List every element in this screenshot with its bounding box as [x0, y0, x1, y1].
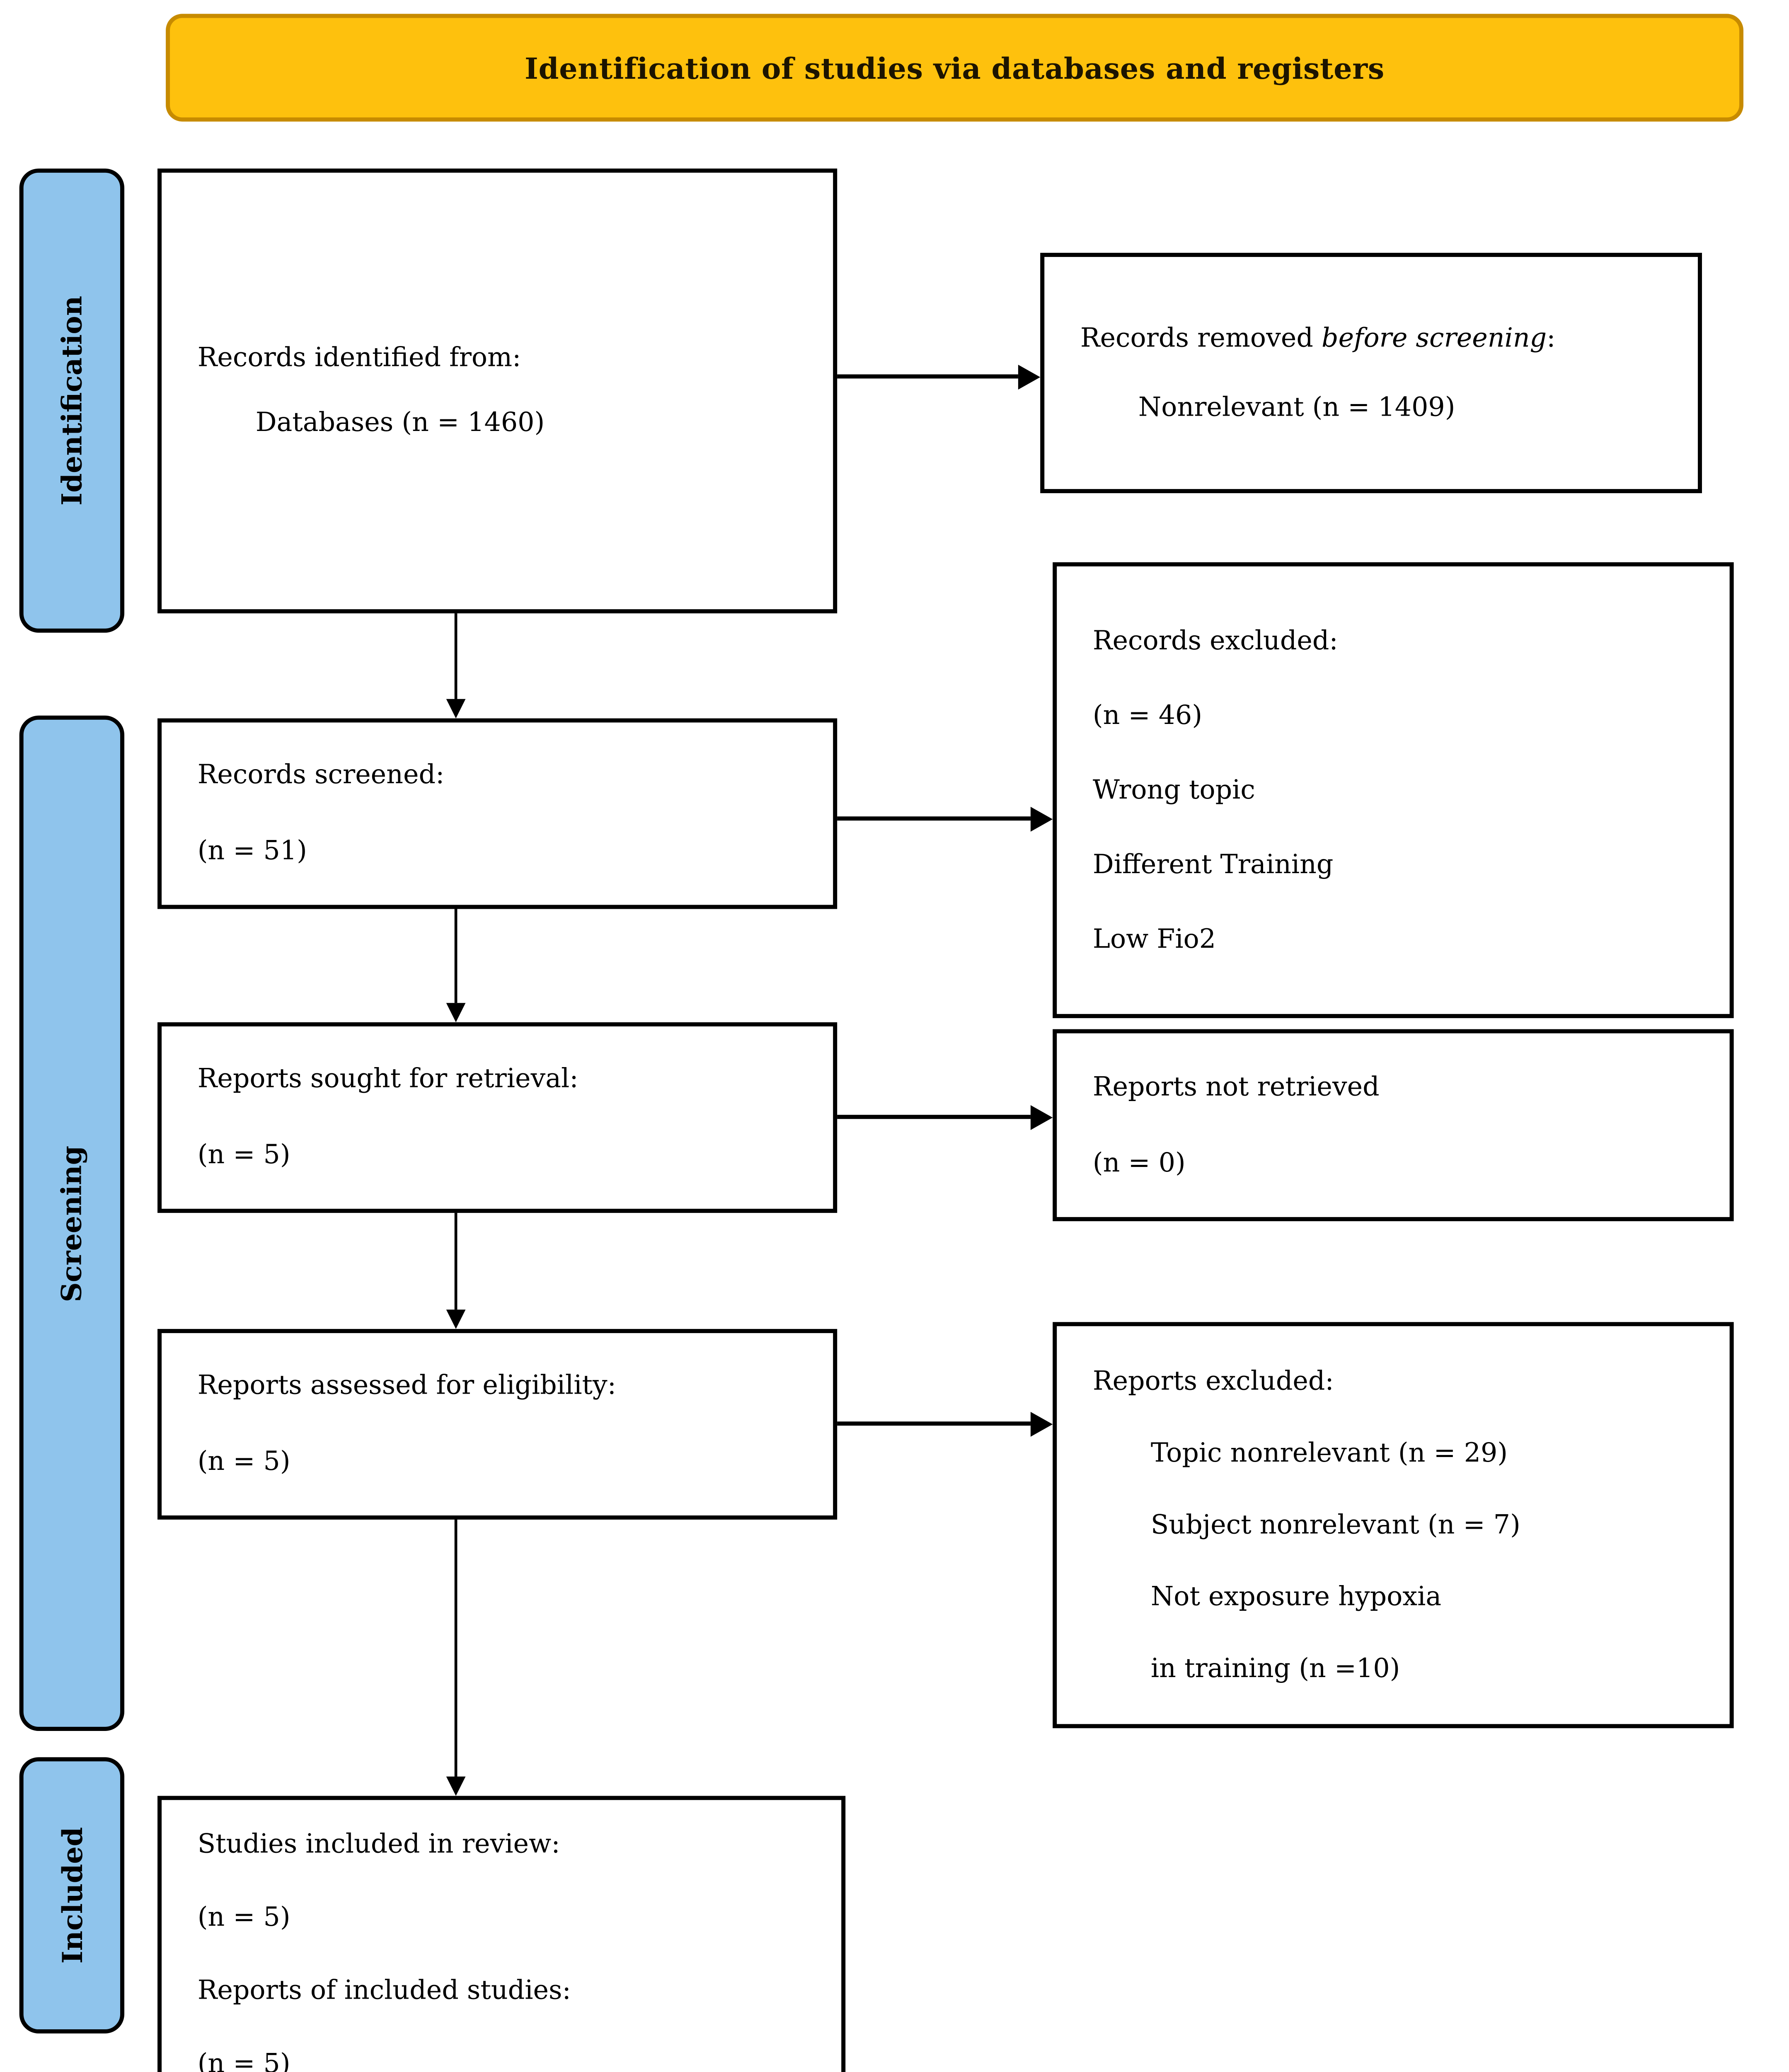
studies-included-line-2: (n = 5) — [197, 1901, 291, 1932]
box-records-identified: Records identified from: Databases (n = … — [157, 168, 838, 614]
arrowhead-down-icon — [446, 1310, 466, 1329]
records-removed-line-1: Records removed before screening: — [1080, 304, 1687, 373]
records-excluded-line-3: Wrong topic — [1092, 775, 1255, 806]
arrowhead-down-icon — [446, 1777, 466, 1796]
box-reports-sought: Reports sought for retrieval: (n = 5) — [157, 1022, 838, 1213]
arrowhead-right-icon — [1030, 1104, 1053, 1130]
arrow-assessed-to-included — [446, 1519, 466, 1796]
records-excluded-line-1: Records excluded: — [1092, 626, 1338, 656]
reports-assessed-line-2: (n = 5) — [197, 1446, 291, 1477]
studies-included-line-4: (n = 5) — [197, 2048, 291, 2072]
sidebar-identification-label: Identification — [55, 295, 89, 506]
arrow-sought-to-not-retrieved — [837, 1104, 1053, 1130]
records-removed-line-1-post: : — [1547, 323, 1556, 354]
reports-excluded-line-2: Topic nonrelevant (n = 29) — [1150, 1438, 1508, 1469]
sidebar-identification: Identification — [19, 168, 125, 633]
records-removed-line-2: Nonrelevant (n = 1409) — [1138, 392, 1455, 423]
records-screened-line-1: Records screened: — [197, 760, 445, 790]
sidebar-included: Included — [19, 1757, 125, 2034]
records-excluded-line-2: (n = 46) — [1092, 700, 1203, 731]
records-removed-line-1-pre: Records removed — [1080, 323, 1322, 354]
sidebar-included-label: Included — [55, 1827, 89, 1964]
arrowhead-right-icon — [1030, 1411, 1053, 1436]
box-records-screened: Records screened: (n = 51) — [157, 718, 838, 909]
studies-included-line-1: Studies included in review: — [197, 1828, 560, 1859]
reports-sought-line-1: Reports sought for retrieval: — [197, 1063, 579, 1094]
title-banner-label: Identification of studies via databases … — [525, 50, 1385, 85]
arrowhead-down-icon — [446, 1003, 466, 1022]
records-removed-line-1-italic: before screening — [1322, 323, 1547, 354]
records-screened-line-2: (n = 51) — [197, 835, 307, 867]
reports-not-retrieved-line-1: Reports not retrieved — [1092, 1071, 1380, 1102]
arrow-identified-to-removed — [837, 364, 1041, 389]
arrow-screened-to-excluded — [837, 806, 1053, 831]
records-identified-line-2: Databases (n = 1460) — [255, 407, 545, 438]
box-reports-assessed: Reports assessed for eligibility: (n = 5… — [157, 1329, 838, 1520]
box-reports-excluded: Reports excluded: Topic nonrelevant (n =… — [1053, 1322, 1734, 1728]
arrow-screened-to-sought — [446, 909, 466, 1022]
box-records-excluded: Records excluded: (n = 46) Wrong topic D… — [1053, 562, 1734, 1018]
reports-excluded-line-4: Not exposure hypoxia — [1150, 1581, 1442, 1612]
reports-sought-line-2: (n = 5) — [197, 1140, 291, 1170]
reports-excluded-line-5: in training (n =10) — [1150, 1653, 1400, 1684]
arrowhead-right-icon — [1018, 364, 1041, 389]
arrow-sought-to-assessed — [446, 1213, 466, 1329]
box-records-removed: Records removed before screening: Nonrel… — [1040, 253, 1702, 494]
box-studies-included: Studies included in review: (n = 5) Repo… — [157, 1796, 846, 2072]
records-excluded-line-5: Low Fio2 — [1092, 924, 1216, 955]
arrow-assessed-to-reports-excluded — [837, 1411, 1053, 1436]
reports-not-retrieved-line-2: (n = 0) — [1092, 1147, 1186, 1178]
reports-excluded-line-3: Subject nonrelevant (n = 7) — [1150, 1510, 1520, 1540]
arrowhead-down-icon — [446, 699, 466, 719]
arrow-identified-to-screened — [446, 613, 466, 719]
studies-included-line-3: Reports of included studies: — [197, 1975, 571, 2005]
reports-excluded-line-1: Reports excluded: — [1092, 1366, 1334, 1397]
records-excluded-line-4: Different Training — [1092, 850, 1334, 880]
title-banner: Identification of studies via databases … — [166, 14, 1744, 122]
box-reports-not-retrieved: Reports not retrieved (n = 0) — [1053, 1029, 1734, 1221]
sidebar-screening-label: Screening — [55, 1145, 89, 1302]
sidebar-screening: Screening — [19, 715, 125, 1731]
reports-assessed-line-1: Reports assessed for eligibility: — [197, 1370, 617, 1401]
records-identified-line-1: Records identified from: — [197, 342, 521, 373]
arrowhead-right-icon — [1030, 806, 1053, 831]
